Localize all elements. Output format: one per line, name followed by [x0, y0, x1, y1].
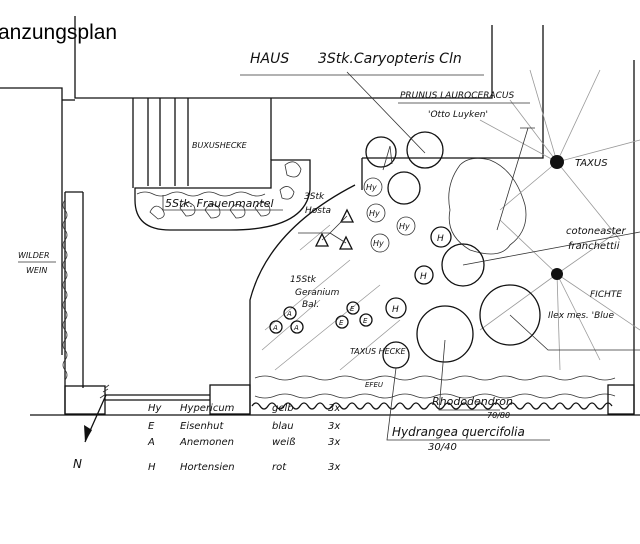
label-efeu: EFEU — [365, 381, 383, 389]
svg-text:Hortensien: Hortensien — [180, 462, 235, 473]
label-geranium: Geranium — [295, 288, 340, 298]
svg-text:H: H — [437, 234, 444, 244]
svg-text:Hy: Hy — [148, 403, 163, 414]
buxus-hedge-bed — [134, 159, 311, 231]
steps — [132, 98, 272, 188]
label-haus: HAUS — [250, 51, 289, 67]
label-hydrangea: Hydrangea quercifolia — [392, 425, 525, 439]
svg-text:A: A — [272, 324, 278, 332]
label-wein: WEIN — [26, 266, 47, 275]
taxus-hedge — [254, 375, 635, 415]
svg-text:Anemonen: Anemonen — [179, 437, 234, 448]
cotoneaster-ilex-leaders — [462, 231, 640, 351]
svg-text:rot: rot — [272, 462, 287, 473]
label-franchettii: franchettii — [568, 241, 620, 252]
svg-text:blau: blau — [272, 421, 294, 432]
svg-text:A: A — [147, 437, 155, 448]
svg-text:E: E — [350, 305, 355, 313]
label-hydrangea-size: 30/40 — [428, 442, 457, 453]
label-taxus: TAXUS — [575, 158, 608, 169]
legend-row: Hy Hypericum gelb 3x — [148, 403, 340, 414]
label-rhododendron: Rhododendron — [432, 395, 513, 408]
anemone-markers: A A A — [269, 306, 304, 334]
label-taxus-hecke: TAXUS HECKE — [350, 347, 406, 356]
hydrangea-rhodo-leaders — [386, 339, 550, 441]
svg-text:E: E — [363, 317, 368, 325]
svg-text:weiß: weiß — [272, 437, 295, 448]
prunus-leader — [496, 127, 535, 231]
label-frauenmantel: 5Stk. Frauenmantel — [165, 197, 274, 210]
label-wilder: WILDER — [18, 251, 50, 260]
label-north: N — [73, 457, 82, 471]
svg-text:H: H — [148, 462, 156, 473]
svg-text:A: A — [286, 310, 292, 318]
label-otto-luyken: 'Otto Luyken' — [428, 110, 488, 120]
svg-text:3x: 3x — [328, 437, 340, 448]
caryopteris-leader — [346, 71, 426, 171]
left-wall — [30, 191, 640, 416]
label-geranium-variety: Bal. — [302, 300, 319, 310]
label-buxushecke: BUXUSHECKE — [192, 141, 248, 150]
label-hosta-count: 3Stk — [304, 192, 325, 202]
svg-text:Hy: Hy — [366, 183, 377, 192]
svg-text:H: H — [420, 272, 427, 282]
label-hosta: Hosta — [305, 206, 331, 216]
taxus-shrub — [479, 69, 640, 241]
label-ilex: Ilex mes. 'Blue — [548, 311, 614, 321]
house-outline — [0, 16, 635, 414]
north-arrow-icon — [84, 384, 110, 443]
plan-title: anzungsplan — [0, 21, 117, 44]
hortensie-markers: H H H — [385, 226, 452, 319]
svg-text:E: E — [339, 319, 344, 327]
legend-row: E Eisenhut blau 3x — [148, 421, 340, 432]
svg-text:Hypericum: Hypericum — [180, 403, 235, 414]
efeu-border — [251, 402, 613, 410]
garden-bed — [249, 157, 527, 414]
svg-text:Hy: Hy — [369, 209, 380, 218]
svg-text:Eisenhut: Eisenhut — [180, 421, 224, 432]
svg-text:Hy: Hy — [399, 222, 410, 231]
svg-text:Hy: Hy — [373, 239, 384, 248]
eisenhut-markers: E E E — [335, 301, 373, 329]
label-cotoneaster: cotoneaster — [566, 226, 627, 237]
shrub-circles — [365, 131, 541, 369]
label-prunus: PRUNUS LAUROCERACUS — [400, 91, 515, 101]
frauenmantel-leader — [162, 195, 283, 211]
svg-text:3x: 3x — [328, 462, 340, 473]
svg-text:H: H — [392, 305, 399, 315]
svg-text:gelb: gelb — [272, 403, 294, 414]
svg-text:A: A — [293, 324, 299, 332]
fichte-tree — [479, 219, 640, 371]
label-caryopteris: 3Stk.Caryopteris Cln — [318, 51, 462, 67]
label-geranium-count: 15Stk — [290, 275, 317, 285]
legend-row: A Anemonen weiß 3x — [147, 437, 340, 448]
plant-legend: Hy Hypericum gelb 3x E Eisenhut blau 3x … — [147, 403, 340, 473]
hypericum-markers: Hy Hy Hy Hy — [363, 177, 416, 253]
legend-row: H Hortensien rot 3x — [148, 462, 340, 473]
label-rhododendron-size: 70/80 — [487, 411, 510, 420]
svg-text:3x: 3x — [328, 421, 340, 432]
svg-text:3x: 3x — [328, 403, 340, 414]
label-fichte: FICHTE — [590, 290, 622, 300]
svg-text:E: E — [148, 421, 155, 432]
hosta-markers — [298, 208, 355, 250]
